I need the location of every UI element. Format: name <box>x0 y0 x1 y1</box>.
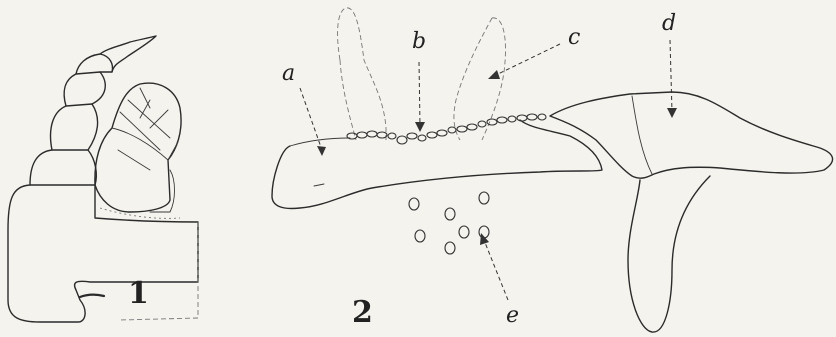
fig1-segment-4 <box>64 72 105 106</box>
arrow-d <box>670 40 672 112</box>
fig1-segment-3 <box>51 104 98 150</box>
fig2-dashed-lobe-left <box>338 8 386 140</box>
fig2-right-sclerite <box>550 92 833 178</box>
label-c: c <box>568 25 580 50</box>
figure-2-drawing <box>272 8 833 332</box>
figure-1-number: 1 <box>128 276 149 311</box>
fig2-mark <box>314 184 324 186</box>
fig1-notch <box>80 295 104 297</box>
fig1-lateral-dotted <box>100 208 180 218</box>
label-d: d <box>662 11 676 36</box>
fig2-scattered-eggs <box>409 192 489 254</box>
fig2-label-arrows <box>300 40 677 300</box>
label-b: b <box>412 29 426 54</box>
arrow-b <box>419 62 420 126</box>
fig1-basal-body <box>8 185 198 322</box>
fig2-egg-chain <box>347 114 546 144</box>
fig1-lateral-lobe <box>95 83 181 212</box>
figure-2-number: 2 <box>352 295 373 330</box>
label-a: a <box>282 61 295 86</box>
fig2-stalk <box>628 176 710 332</box>
fig1-segment-2 <box>30 150 96 185</box>
arrow-e <box>484 240 508 300</box>
label-e: e <box>506 303 519 328</box>
fig1-segment-5 <box>76 54 113 74</box>
fig2-left-process-top <box>290 138 350 146</box>
fig1-claw <box>100 36 156 72</box>
fig1-lateral-lines <box>118 88 178 170</box>
figure-1-drawing <box>8 36 198 322</box>
fig2-sclerite-inner <box>632 96 652 174</box>
fig1-lateral-edge <box>112 128 175 212</box>
